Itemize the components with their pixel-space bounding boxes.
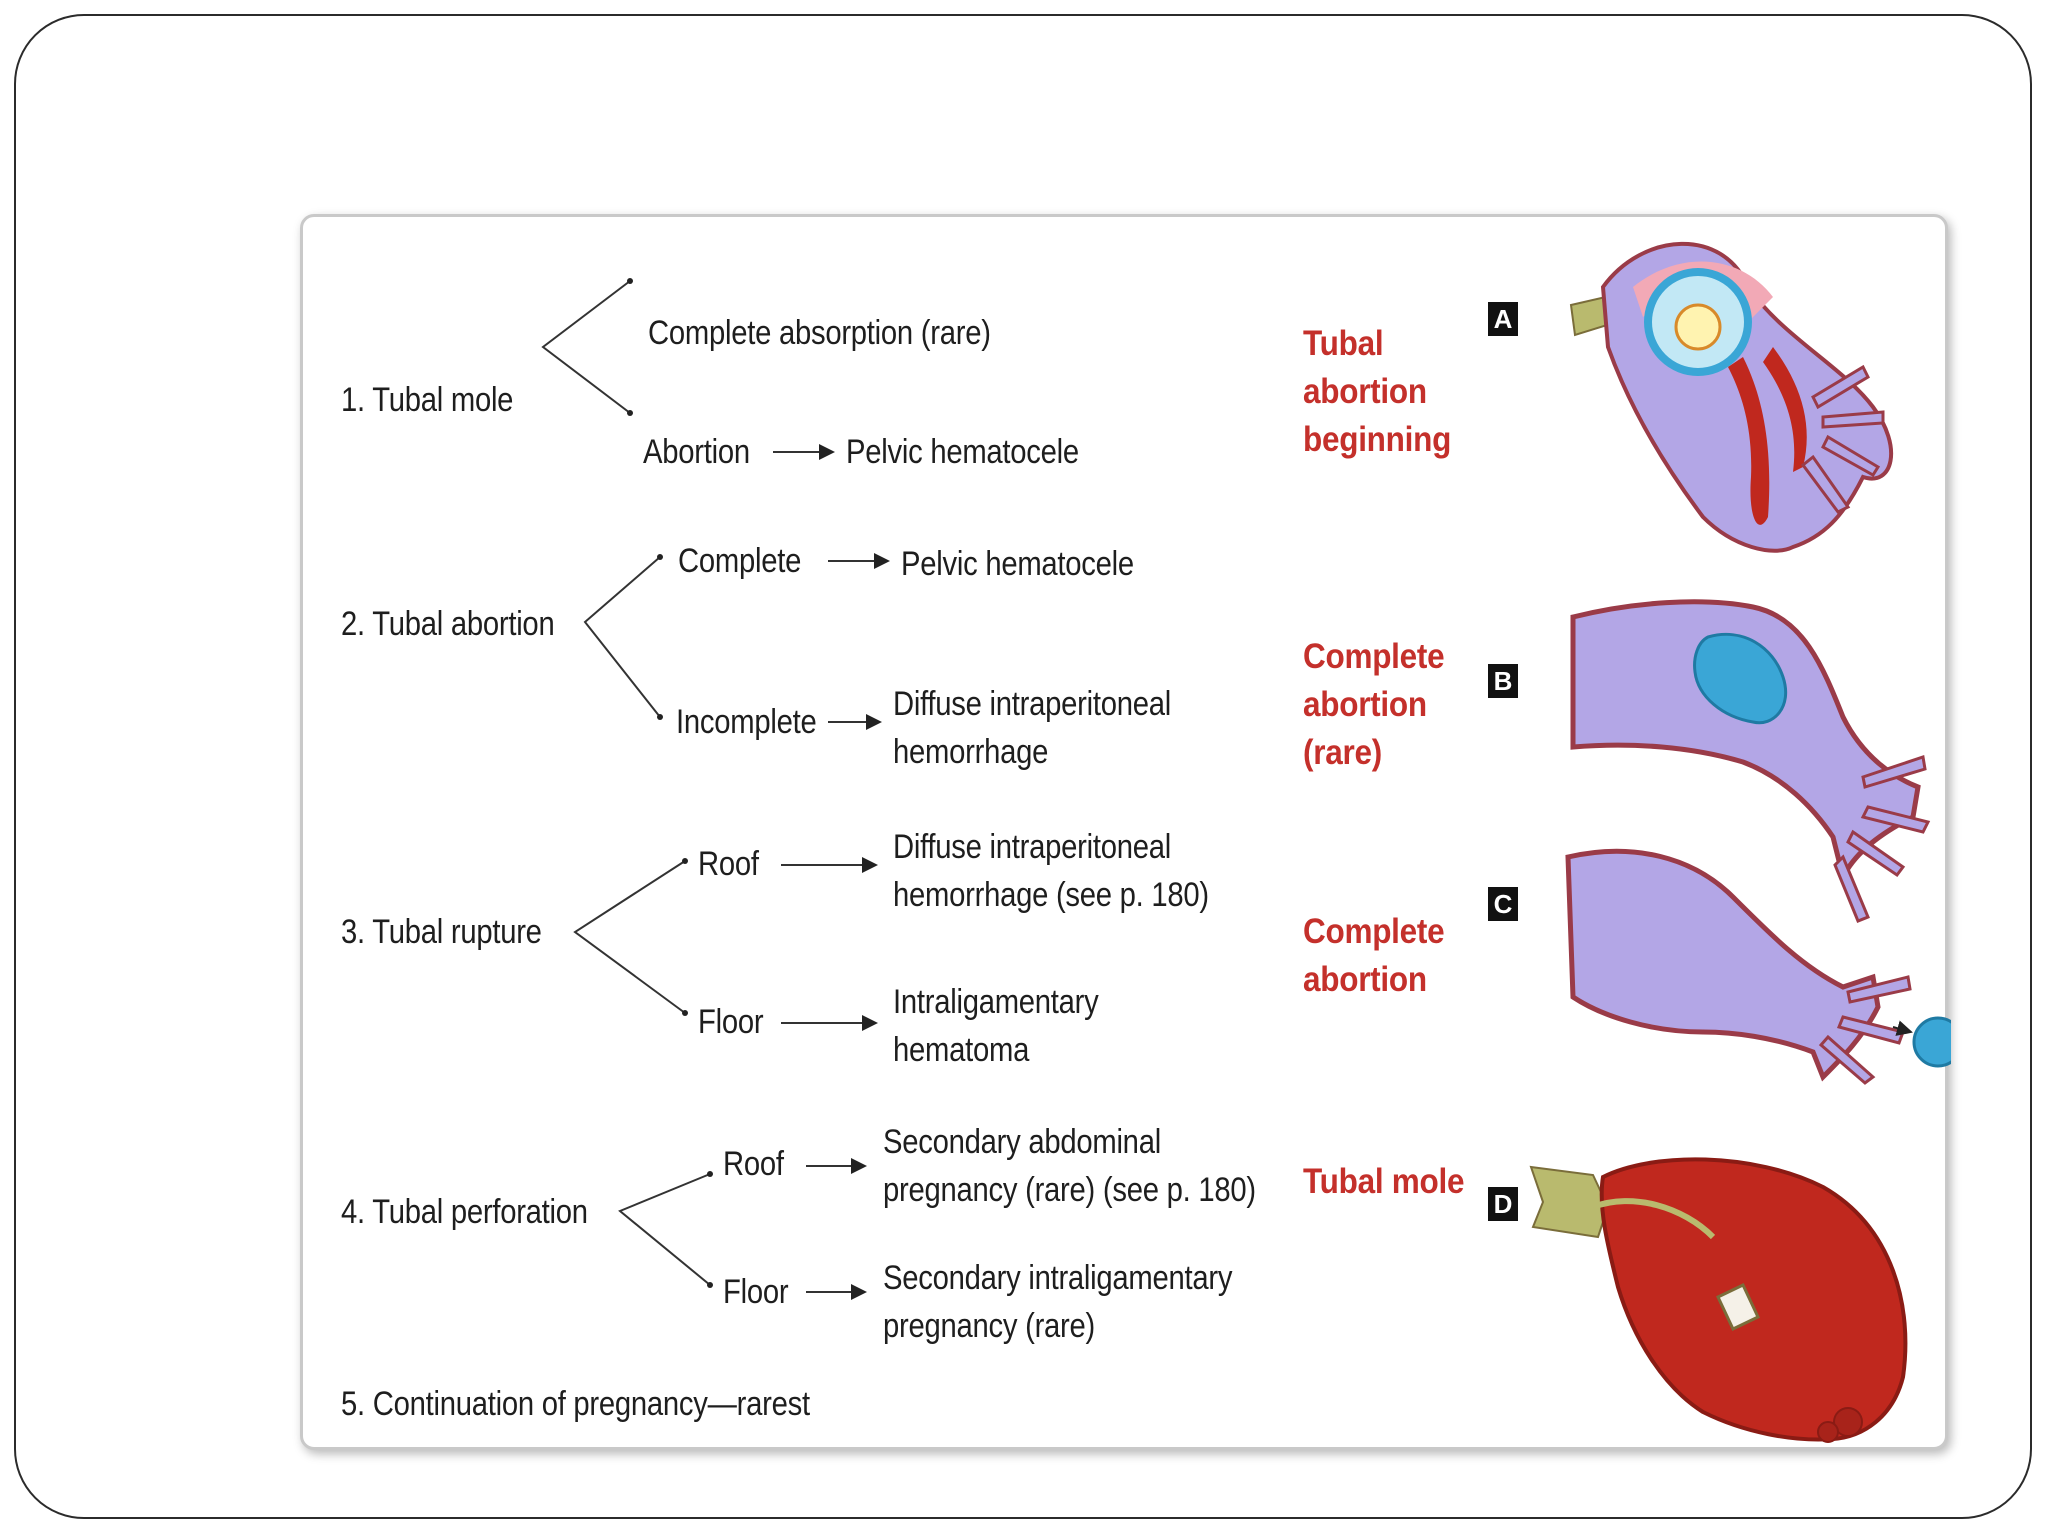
panel-letter-a: A [1488, 302, 1518, 336]
panel-letter-b: B [1488, 664, 1518, 698]
row3-branch-top: Roof [698, 845, 759, 883]
row1-bottom-result: Pelvic hematocele [846, 433, 1079, 471]
row4-bottom-result-line1: Secondary intraligamentary [883, 1259, 1233, 1297]
row3-top-result-line2: hemorrhage (see p. 180) [893, 876, 1209, 914]
row1-branch-bottom: Abortion [643, 433, 750, 471]
row2-bottom-result-line1: Diffuse intraperitoneal [893, 685, 1171, 723]
caption-d-line1: Tubal mole [1303, 1162, 1465, 1201]
caption-a-line1: Tubal [1303, 324, 1384, 363]
row3-top-result-line1: Diffuse intraperitoneal [893, 828, 1171, 866]
row4-branch-top: Roof [723, 1145, 784, 1183]
caption-c-line1: Complete [1303, 912, 1445, 951]
row2-bottom-result-line2: hemorrhage [893, 733, 1049, 771]
figure-panel: 1. Tubal mole Complete absorption (rare)… [300, 214, 1951, 1450]
row3-branch-bottom: Floor [698, 1003, 764, 1041]
caption-b-line3: (rare) [1303, 733, 1382, 772]
caption-b-line2: abortion [1303, 685, 1427, 724]
panel-letter-c: C [1488, 887, 1518, 921]
caption-b-line1: Complete [1303, 637, 1445, 676]
row4-branch-bottom: Floor [723, 1273, 789, 1311]
row4-label: 4. Tubal perforation [341, 1193, 588, 1231]
row1-branch-top: Complete absorption (rare) [648, 314, 991, 352]
row4-top-result-line2: pregnancy (rare) (see p. 180) [883, 1171, 1256, 1209]
row2-branch-bottom: Incomplete [676, 703, 817, 741]
row3-label: 3. Tubal rupture [341, 913, 542, 951]
row3-bottom-result-line1: Intraligamentary [893, 983, 1099, 1021]
row2-label: 2. Tubal abortion [341, 605, 555, 643]
caption-a-line3: beginning [1303, 420, 1452, 459]
row4-top-result-line1: Secondary abdominal [883, 1123, 1161, 1161]
caption-c-line2: abortion [1303, 960, 1427, 999]
row3-bottom-result-line2: hematoma [893, 1031, 1030, 1069]
row2-branch-top: Complete [678, 542, 802, 580]
connector-lines [541, 278, 890, 1300]
row5-label: 5. Continuation of pregnancy—rarest [341, 1385, 810, 1423]
caption-a-line2: abortion [1303, 372, 1427, 411]
row4-bottom-result-line2: pregnancy (rare) [883, 1307, 1096, 1345]
row2-top-result: Pelvic hematocele [901, 545, 1134, 583]
row1-label: 1. Tubal mole [341, 381, 514, 419]
panel-letter-d: D [1488, 1187, 1518, 1221]
